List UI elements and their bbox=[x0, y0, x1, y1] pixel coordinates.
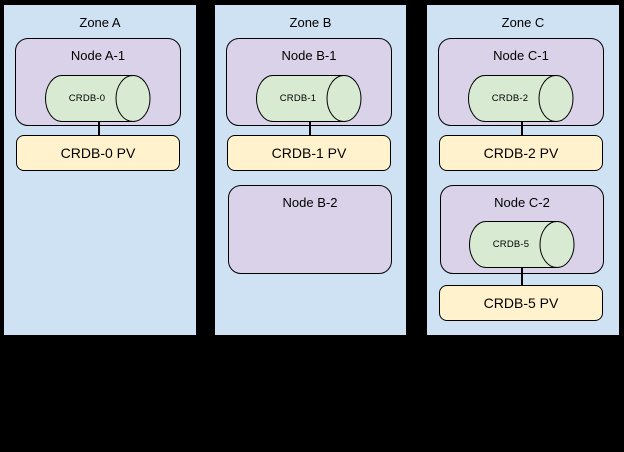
cylinder-shape bbox=[468, 75, 574, 122]
zone-a-label: Zone A bbox=[79, 15, 121, 30]
node-a1-label: Node A-1 bbox=[70, 48, 126, 63]
connector-line bbox=[309, 122, 311, 136]
cylinder-shape bbox=[256, 75, 362, 122]
crdb-2-label: CRDB-2 bbox=[491, 93, 529, 104]
node-b1-box: Node B-1 CRDB-1 bbox=[226, 38, 392, 126]
node-c1-label: Node C-1 bbox=[493, 48, 549, 63]
cylinder-shape bbox=[469, 221, 575, 268]
crdb-0-database-cylinder-icon: CRDB-0 bbox=[45, 75, 151, 122]
crdb-1-pv-box: CRDB-1 PV bbox=[227, 135, 391, 171]
connector-line bbox=[521, 122, 523, 136]
crdb-5-label: CRDB-5 bbox=[492, 239, 530, 250]
zone-b-box: Zone B Node B-1 CRDB-1 CRDB-1 PV Node B-… bbox=[213, 3, 408, 337]
node-b2-box: Node B-2 bbox=[228, 185, 392, 274]
crdb-5-database-cylinder-icon: CRDB-5 bbox=[469, 221, 575, 268]
crdb-0-pv-box: CRDB-0 PV bbox=[16, 135, 180, 171]
crdb-5-pv-box: CRDB-5 PV bbox=[439, 285, 603, 321]
zone-c-label: Zone C bbox=[501, 15, 545, 30]
crdb-0-label: CRDB-0 bbox=[68, 93, 106, 104]
node-c1-box: Node C-1 CRDB-2 bbox=[438, 38, 604, 126]
connector-line bbox=[521, 268, 523, 286]
node-a1-box: Node A-1 CRDB-0 bbox=[15, 38, 181, 126]
node-c2-box: Node C-2 CRDB-5 bbox=[440, 185, 604, 274]
crdb-1-database-cylinder-icon: CRDB-1 bbox=[256, 75, 362, 122]
zone-a-box: Zone A Node A-1 CRDB-0 CRDB-0 PV bbox=[2, 3, 198, 337]
crdb-2-pv-box: CRDB-2 PV bbox=[439, 135, 603, 171]
crdb-1-label: CRDB-1 bbox=[279, 93, 317, 104]
zone-b-label: Zone B bbox=[289, 15, 332, 30]
crdb-2-database-cylinder-icon: CRDB-2 bbox=[468, 75, 574, 122]
node-b2-label: Node B-2 bbox=[282, 195, 338, 210]
cylinder-shape bbox=[45, 75, 151, 122]
node-c2-label: Node C-2 bbox=[494, 195, 550, 210]
zone-c-box: Zone C Node C-1 CRDB-2 CRDB-2 PV Node C-… bbox=[425, 3, 621, 337]
node-b1-label: Node B-1 bbox=[281, 48, 337, 63]
connector-line bbox=[98, 122, 100, 136]
